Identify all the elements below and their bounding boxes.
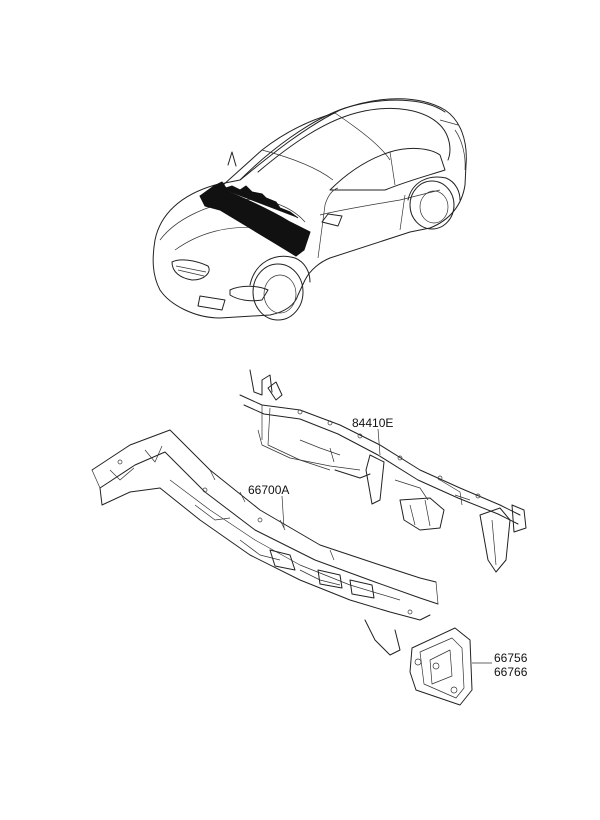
label-66756: 66756	[494, 651, 528, 665]
label-84410e: 84410E	[352, 416, 393, 430]
cross-member-84410e	[239, 369, 527, 573]
bracket-66756-66766	[409, 627, 473, 706]
label-66766: 66766	[494, 665, 528, 679]
leader-line-84410e	[377, 428, 381, 456]
car-illustration	[152, 98, 467, 321]
leader-line-66700a	[281, 495, 285, 529]
cowl-panel-66700a	[91, 429, 439, 656]
label-66700a: 66700A	[248, 483, 289, 497]
